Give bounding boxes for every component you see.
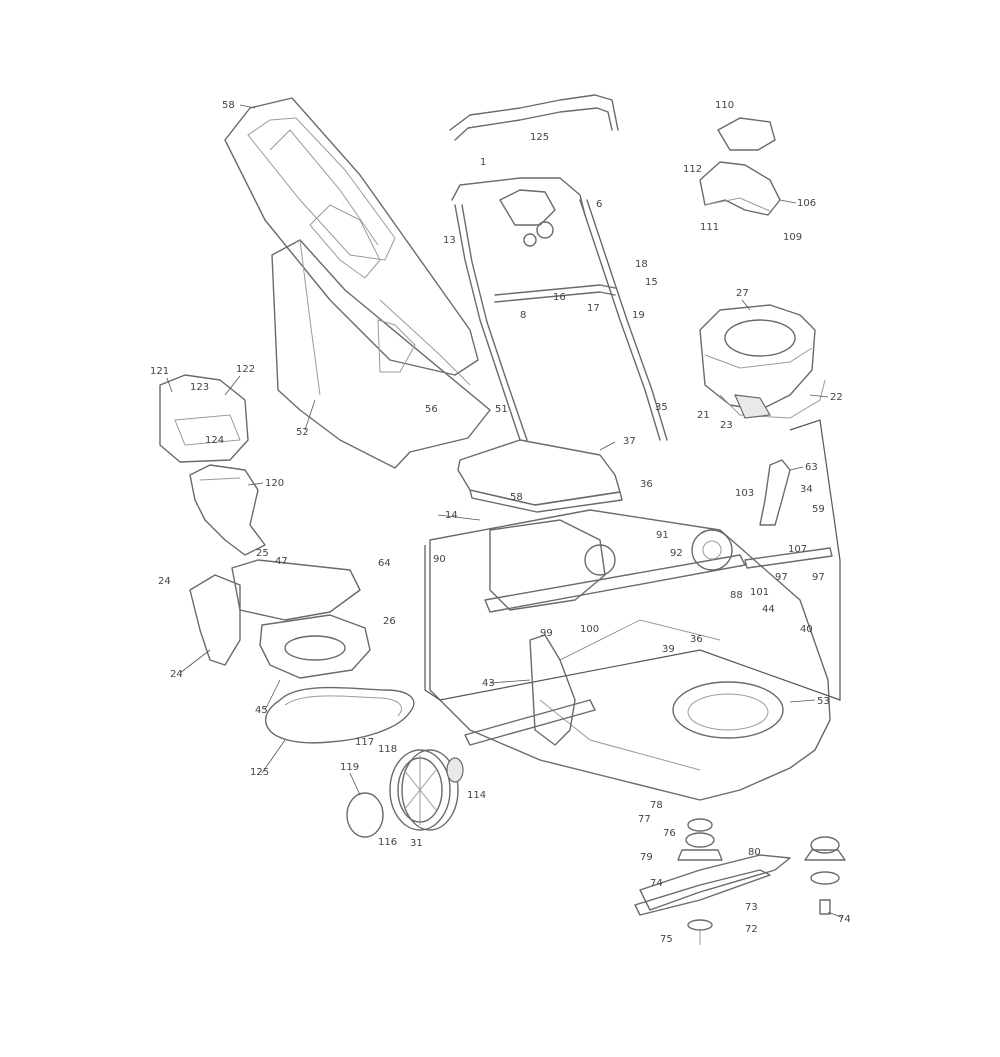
- callout-122: 122: [236, 364, 255, 375]
- rear-chute: [189, 559, 371, 679]
- blade-assembly: [634, 818, 791, 945]
- rear-wheel: [389, 749, 464, 831]
- callout-117: 117: [355, 737, 374, 748]
- callout-6: 6: [596, 199, 602, 210]
- callout-107: 107: [788, 544, 807, 555]
- callout-76: 76: [663, 828, 676, 839]
- callout-116: 116: [378, 837, 397, 848]
- callout-26: 26: [383, 616, 396, 627]
- callout-109: 109: [783, 232, 802, 243]
- callout-88: 88: [730, 590, 743, 601]
- callout-34: 34: [800, 484, 813, 495]
- rear-axle-bracket: [464, 634, 596, 746]
- callout-21: 21: [697, 410, 710, 421]
- callout-44: 44: [762, 604, 775, 615]
- callout-8: 8: [520, 310, 526, 321]
- callout-91: 91: [656, 530, 669, 541]
- callout-23: 23: [720, 420, 733, 431]
- callout-97b: 97: [775, 572, 788, 583]
- callout-74-right: 74: [838, 914, 851, 925]
- callout-24-top: 24: [158, 576, 171, 587]
- leader-lines: [166, 104, 844, 919]
- callout-59: 59: [812, 504, 825, 515]
- callout-45: 45: [255, 705, 268, 716]
- hubcap: [346, 792, 384, 838]
- engine: [699, 304, 826, 419]
- callout-73: 73: [745, 902, 758, 913]
- callout-18: 18: [635, 259, 648, 270]
- callout-36b: 36: [690, 634, 703, 645]
- callout-17: 17: [587, 303, 600, 314]
- grass-catcher-top: [224, 97, 479, 376]
- callout-125-belt: 125: [250, 767, 269, 778]
- callout-112: 112: [683, 164, 702, 175]
- callout-72: 72: [745, 924, 758, 935]
- callout-40: 40: [800, 624, 813, 635]
- callout-90: 90: [433, 554, 446, 565]
- callout-labels: 58 125 121 122 123 124 120 52 56 51 37 3…: [150, 100, 851, 945]
- callout-97a: 97: [812, 572, 825, 583]
- callout-118: 118: [378, 744, 397, 755]
- callout-19: 19: [632, 310, 645, 321]
- callout-53: 53: [817, 696, 830, 707]
- side-discharge-box: [159, 374, 249, 463]
- callout-79: 79: [640, 852, 653, 863]
- blade-adapter: [804, 836, 846, 915]
- callout-75: 75: [660, 934, 673, 945]
- handle-assembly: [449, 94, 668, 441]
- callout-36: 36: [640, 479, 653, 490]
- callout-64: 64: [378, 558, 391, 569]
- callout-47: 47: [275, 556, 288, 567]
- callout-14: 14: [445, 510, 458, 521]
- callout-24: 24: [170, 669, 183, 680]
- callout-99: 99: [540, 628, 553, 639]
- callout-74-left: 74: [650, 878, 663, 889]
- callout-15: 15: [645, 277, 658, 288]
- mulch-insert: [189, 464, 266, 556]
- callout-101: 101: [750, 587, 769, 598]
- callout-106: 106: [797, 198, 816, 209]
- callout-78: 78: [650, 800, 663, 811]
- callout-39: 39: [662, 644, 675, 655]
- callout-80: 80: [748, 847, 761, 858]
- callout-56: 56: [425, 404, 438, 415]
- callout-92: 92: [670, 548, 683, 559]
- callout-22: 22: [830, 392, 843, 403]
- callout-119: 119: [340, 762, 359, 773]
- callout-52: 52: [296, 427, 309, 438]
- drive-belt: [264, 686, 415, 744]
- callout-43: 43: [482, 678, 495, 689]
- callout-16: 16: [553, 292, 566, 303]
- callout-13: 13: [443, 235, 456, 246]
- callout-58: 58: [222, 100, 235, 111]
- height-adjust-bracket: [699, 117, 781, 216]
- callout-31: 31: [410, 838, 423, 849]
- callout-35: 35: [655, 402, 668, 413]
- callout-37: 37: [623, 436, 636, 447]
- callout-110: 110: [715, 100, 734, 111]
- callout-103: 103: [735, 488, 754, 499]
- callout-27: 27: [736, 288, 749, 299]
- control-lever: [759, 459, 791, 526]
- callout-114: 114: [467, 790, 486, 801]
- callout-77: 77: [638, 814, 651, 825]
- mower-deck: [424, 419, 841, 801]
- callout-100: 100: [580, 624, 599, 635]
- callout-121: 121: [150, 366, 169, 377]
- callout-111: 111: [700, 222, 719, 233]
- deflector-plate: [457, 439, 623, 513]
- callout-120: 120: [265, 478, 284, 489]
- callout-25: 25: [256, 548, 269, 559]
- callout-58b: 58: [510, 492, 523, 503]
- transmission: [484, 519, 833, 613]
- callout-124: 124: [205, 435, 224, 446]
- callout-51: 51: [495, 404, 508, 415]
- callout-1: 1: [480, 157, 486, 168]
- callout-63: 63: [805, 462, 818, 473]
- grass-catcher-bag: [271, 239, 491, 469]
- callout-125-top: 125: [530, 132, 549, 143]
- callout-123: 123: [190, 382, 209, 393]
